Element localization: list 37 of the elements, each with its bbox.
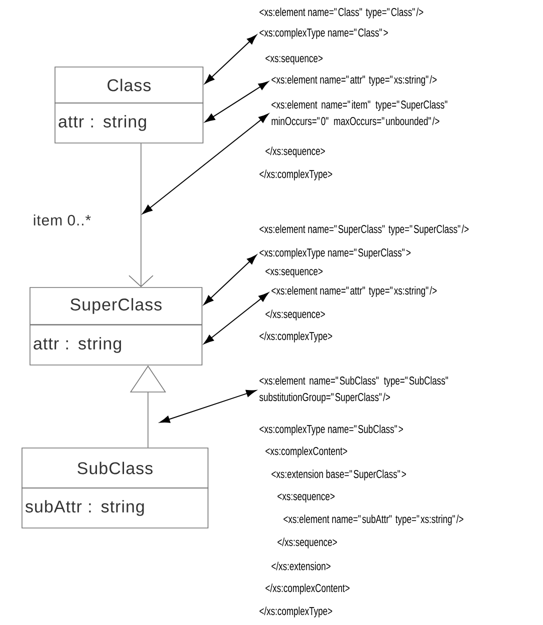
double-arrow xyxy=(160,390,256,423)
code-line: <xs:sequence> xyxy=(278,493,334,503)
double-arrow xyxy=(204,254,257,305)
attribute-box: attr : string xyxy=(30,324,202,366)
class-name-box: SuperClass xyxy=(30,287,202,325)
code-line: <xs:complexType name="Class"> xyxy=(260,28,388,39)
double-arrow xyxy=(204,34,257,84)
double-arrow xyxy=(142,114,269,214)
class-name-box: Class xyxy=(54,66,204,104)
double-arrow xyxy=(204,81,269,122)
code-line: <xs:sequence> xyxy=(266,55,322,65)
code-line: <xs:element name="item" type="SuperClass" minOccurs="0" maxOccurs="unbounded"/> xyxy=(272,100,448,126)
code-line: <xs:complexType name="SubClass"> xyxy=(260,424,403,436)
code-line: </xs:sequence> xyxy=(278,538,337,548)
multiplicity-label: item 0..* xyxy=(34,214,91,226)
code-line: </xs:sequence> xyxy=(266,146,325,158)
attribute-box: attr : string xyxy=(54,102,204,144)
code-line: <xs:sequence> xyxy=(266,268,322,278)
code-line: </xs:sequence> xyxy=(266,310,325,320)
association-arrow xyxy=(128,143,154,288)
code-line: </xs:complexType> xyxy=(260,332,332,342)
code-line: <xs:complexContent> xyxy=(266,446,348,458)
code-line: <xs:element name="Class" type="Class"/> xyxy=(260,8,424,18)
double-arrow xyxy=(204,292,269,344)
code-line: <xs:complexType name="SuperClass"> xyxy=(260,248,410,259)
code-line: </xs:complexContent> xyxy=(266,584,350,594)
class-name-box: SubClass xyxy=(22,448,208,488)
code-line: <xs:extension base="SuperClass"> xyxy=(272,470,406,480)
code-line: <xs:element name="subAttr" type="xs:string"/> xyxy=(284,514,464,526)
code-line: <xs:element name="SubClass" type="SubClass" substitutionGroup="SuperClass"/> xyxy=(259,376,448,404)
code-line: <xs:element name="attr" type="xs:string"/> xyxy=(272,286,437,297)
code-line: </xs:extension> xyxy=(272,562,330,570)
code-line: </xs:complexType> xyxy=(260,606,332,618)
code-line: <xs:element name="SuperClass" type="SuperClass"/> xyxy=(260,224,469,236)
code-line: </xs:complexType> xyxy=(260,170,332,180)
attribute-box: subAttr : string xyxy=(22,488,208,528)
code-line: <xs:element name="attr" type="xs:string"/> xyxy=(272,75,437,86)
